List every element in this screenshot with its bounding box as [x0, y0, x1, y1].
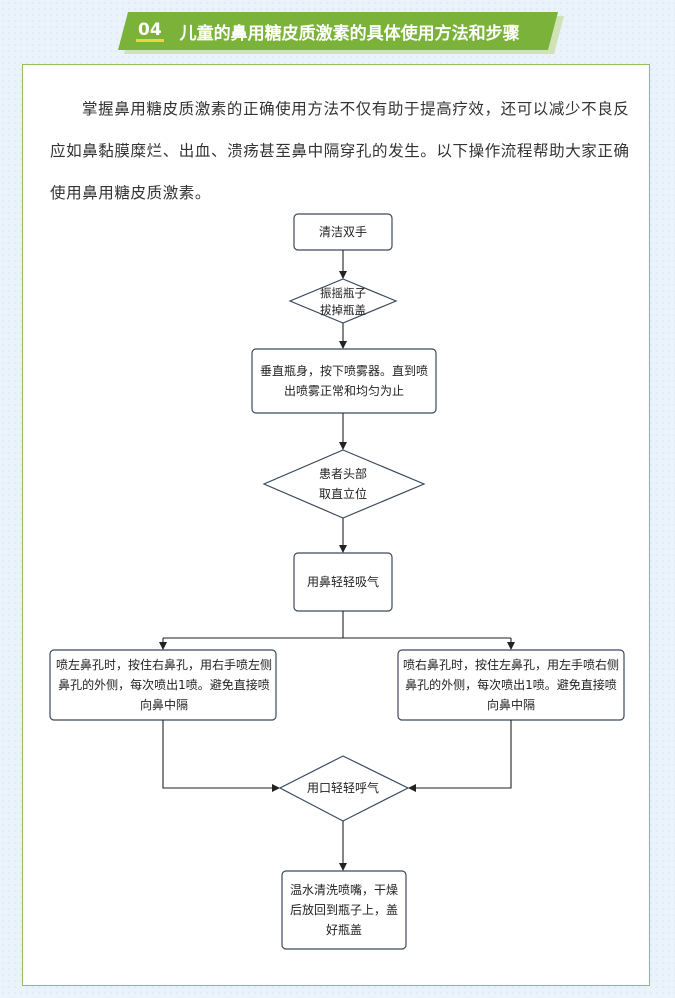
section-header: 04 儿童的鼻用糖皮质激素的具体使用方法和步骤 — [0, 0, 675, 58]
step-head: 患者头部 取直立位 — [318, 467, 367, 501]
arrow-6b — [408, 720, 512, 792]
step-shake: 振摇瓶子 拔掉瓶盖 — [320, 286, 366, 317]
node-clean-shape — [281, 870, 407, 950]
step-wash-hands: 清洁双手 — [318, 225, 367, 239]
step-prime: 垂直瓶身，按下喷雾器。直到喷出喷雾正常和均匀为止 — [259, 364, 428, 398]
branch-line — [163, 611, 344, 639]
step-inhale: 用鼻轻轻吸气 — [306, 575, 379, 589]
intro-paragraph: 掌握鼻用糖皮质激素的正确使用方法不仅有助于提高疗效，还可以减少不良反应如鼻黏膜糜… — [50, 100, 630, 202]
step-exhale: 用口轻轻呼气 — [306, 781, 379, 795]
node-prime-shape — [251, 348, 437, 414]
step-clean: 温水清洗喷嘴，干燥后放回到瓶子上，盖好瓶盖 — [289, 883, 398, 937]
arrow-6a — [162, 720, 280, 792]
content-frame — [22, 64, 650, 986]
section-number: 04 — [138, 19, 162, 40]
step-left-nostril: 喷左鼻孔时，按住右鼻孔，用右手喷左侧鼻孔的外侧，每次喷出1喷。避免直接喷向鼻中隔 — [56, 658, 273, 712]
step-right-nostril: 喷右鼻孔时，按住左鼻孔，用左手喷右侧鼻孔的外侧，每次喷出1喷。避免直接喷向鼻中隔 — [403, 658, 620, 712]
section-title: 儿童的鼻用糖皮质激素的具体使用方法和步骤 — [179, 23, 520, 44]
section-banner: 04 儿童的鼻用糖皮质激素的具体使用方法和步骤 — [118, 12, 558, 50]
